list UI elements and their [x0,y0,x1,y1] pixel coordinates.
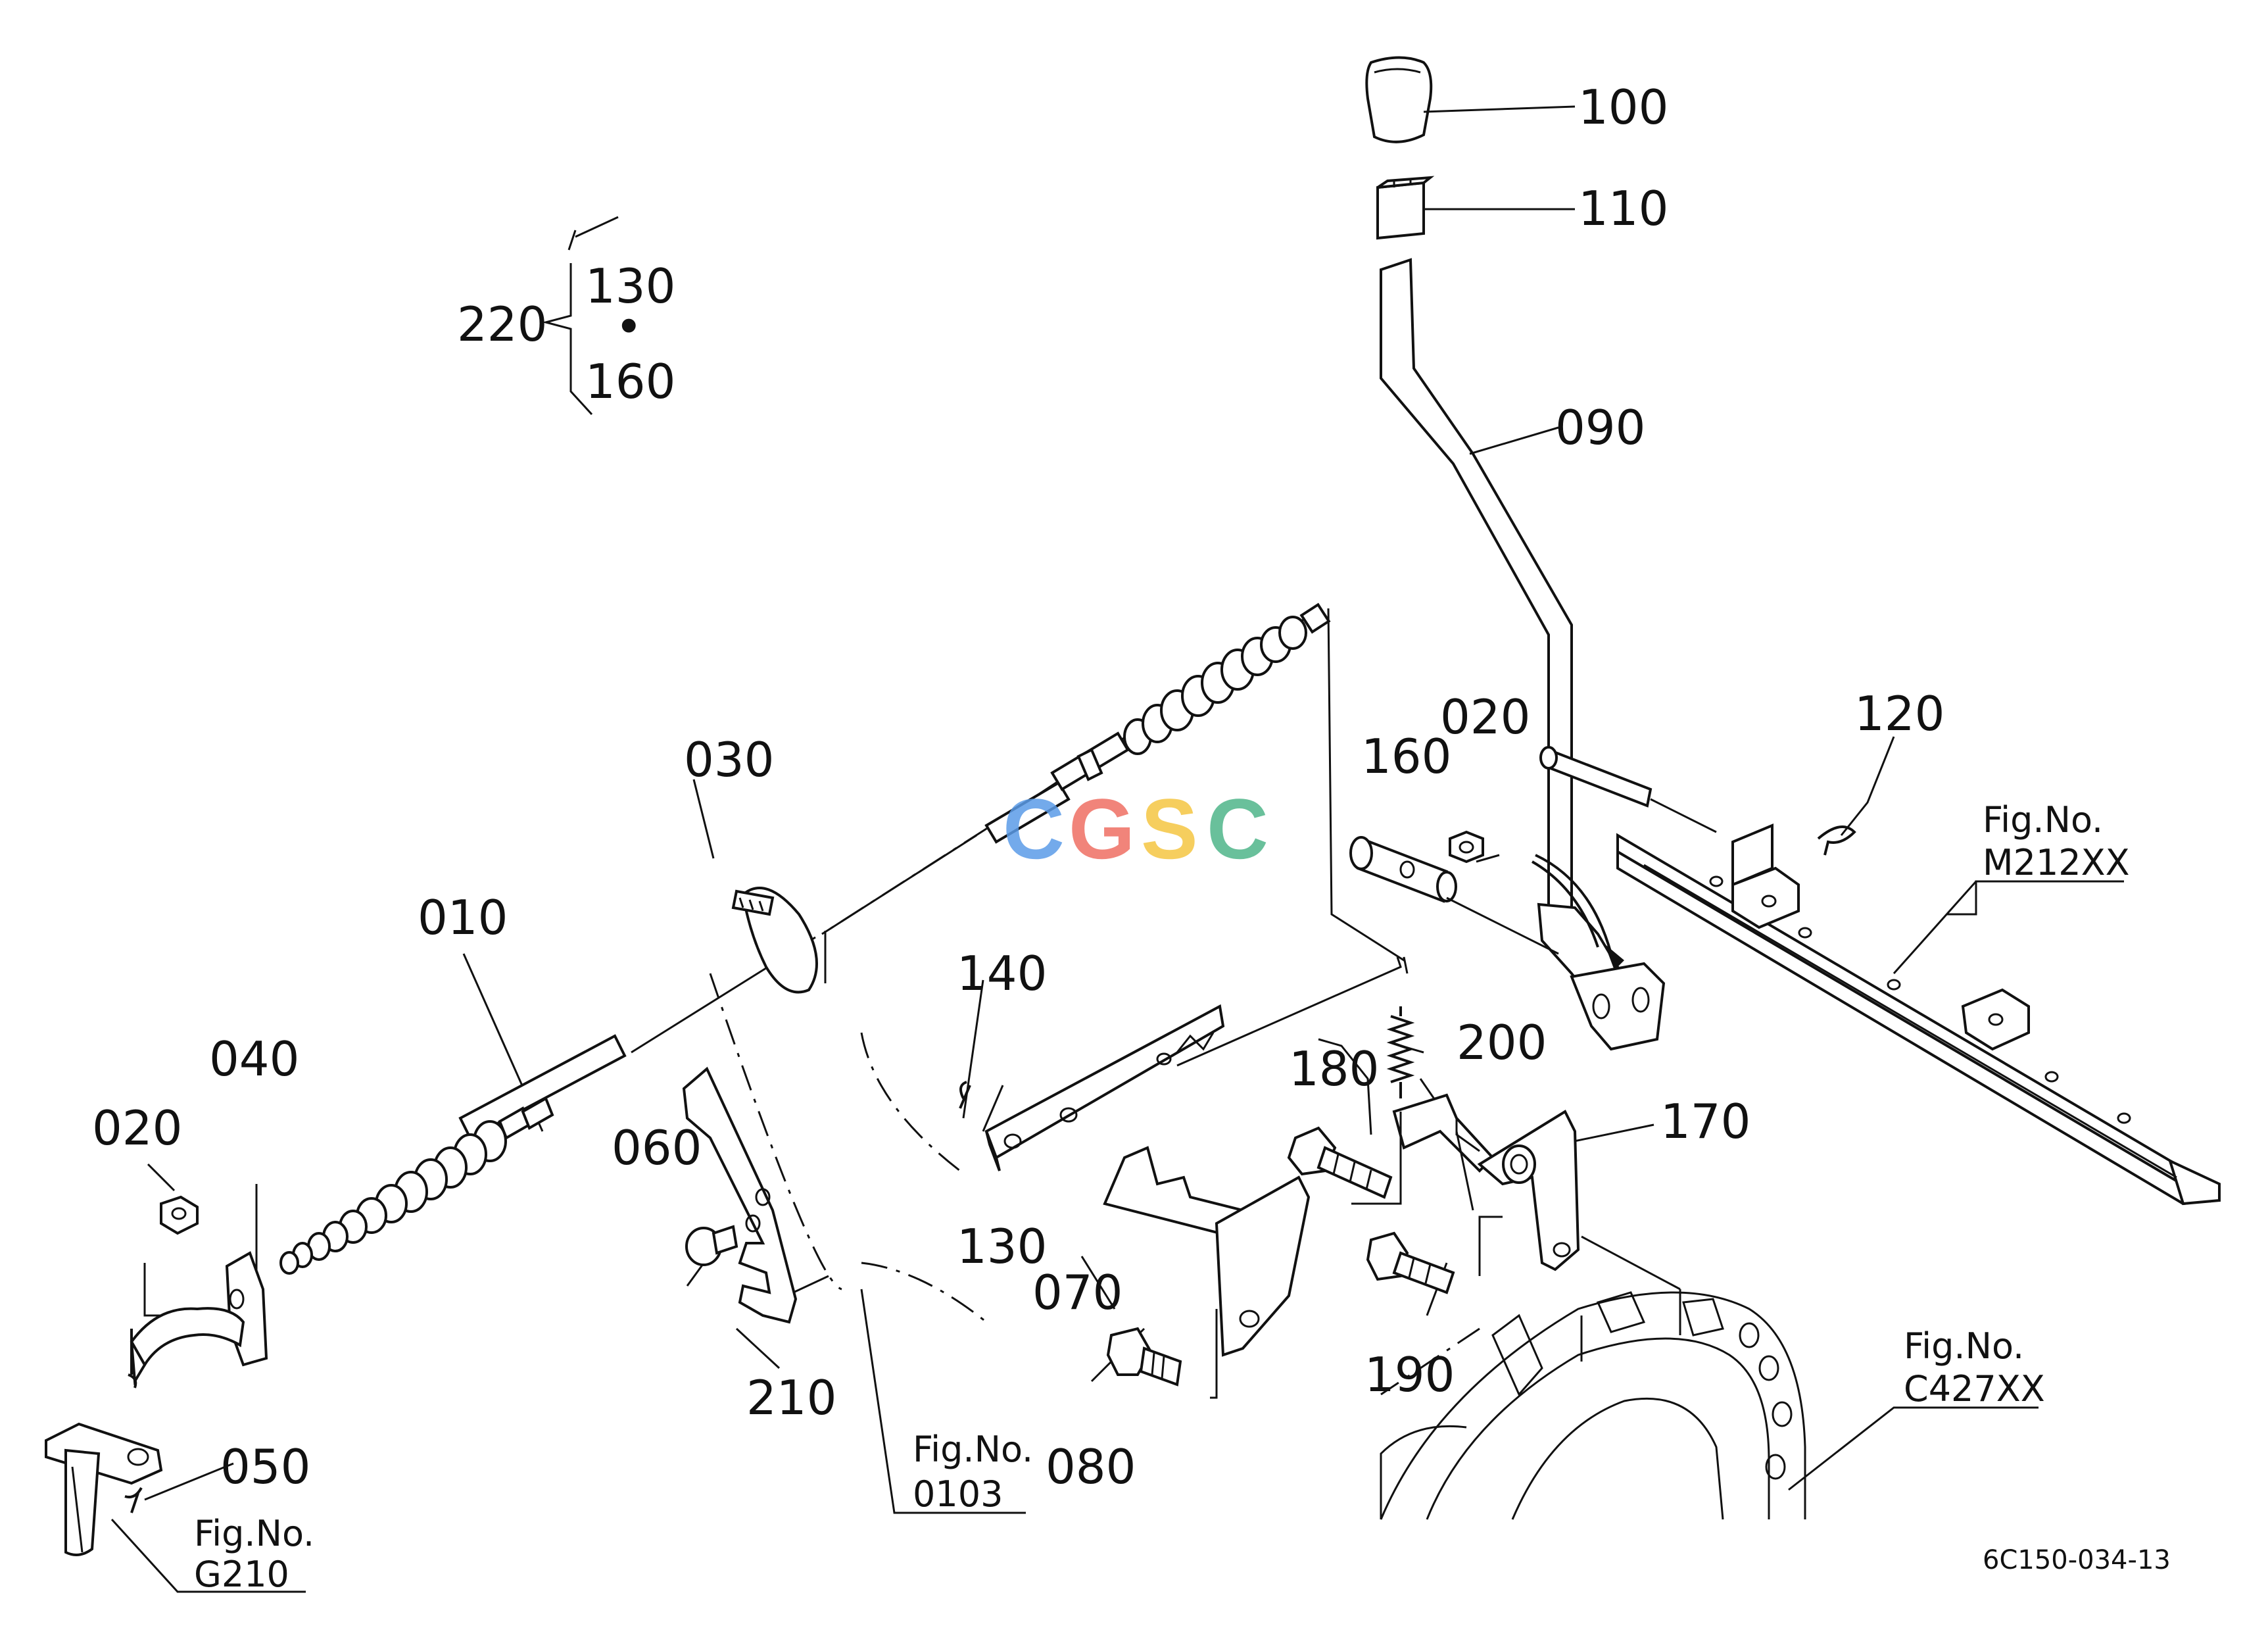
cotter-pin [959,1081,971,1109]
fig-ref-0103-line2: 0103 [913,1473,1003,1515]
fig-ref-g210-line2: G210 [194,1554,289,1595]
part-label-190: 190 [1364,1347,1455,1402]
pivot-bolt [1106,1327,1182,1387]
part-labels: 100 110 090 120 020 160 030 010 040 020 … [92,80,1944,1494]
nut-left [160,1195,199,1235]
part-label-210: 210 [746,1370,836,1425]
kit-group-220: 220 130 • 160 [457,258,675,409]
pin-clevis [45,1422,163,1556]
part-label-120: 120 [1854,686,1944,741]
part-label-130-lower: 130 [957,1219,1047,1274]
control-cable [279,602,1331,1275]
part-label-140: 140 [957,946,1047,1001]
bracket-bolt [685,1225,738,1266]
link-plate [984,1004,1225,1171]
spring [1386,1006,1415,1098]
kit-separator: • [615,299,642,355]
outline-housing-lower [861,1262,987,1323]
cable-boot-lower [279,1120,507,1275]
part-label-160: 160 [1361,729,1451,784]
shift-arm [1392,1093,1580,1271]
frame-rail [1539,746,2221,1206]
part-label-010: 010 [418,890,508,945]
fig-ref-0103-line1: Fig.No. [913,1429,1033,1470]
part-label-040: 040 [209,1031,299,1087]
watermark-letter-1: C [1003,781,1065,877]
part-label-020-left: 020 [92,1100,182,1156]
part-label-100: 100 [1578,80,1668,135]
part-label-170: 170 [1660,1094,1750,1149]
watermark-letter-4: C [1207,781,1268,877]
nut-right [1449,830,1484,864]
fig-ref-m212-line2: M212XX [1983,842,2130,883]
figure-references: Fig.No. G210 Fig.No. 0103 Fig.No. C427XX… [194,799,2130,1595]
part-label-110: 110 [1578,181,1668,236]
outline-0103 [709,973,842,1291]
kit-item-130: 130 [585,258,675,314]
watermark: C G S C [1003,781,1268,877]
fig-ref-c427-line2: C427XX [1904,1368,2045,1410]
transmission-housing [1380,1289,1806,1520]
part-label-020-right: 020 [1440,689,1530,745]
shift-lever [1380,258,1666,1051]
part-label-060: 060 [612,1120,702,1175]
watermark-letter-2: G [1069,781,1135,877]
part-label-080: 080 [1046,1439,1136,1494]
fig-ref-c427-line1: Fig.No. [1904,1325,2024,1367]
cable-clamp [731,887,818,994]
mount-bolt [1366,1231,1455,1294]
drawing-code: 6C150-034-13 [1983,1545,2171,1575]
pivot-bracket [1103,1146,1311,1399]
knob-adapter [1376,176,1435,240]
part-label-050: 050 [220,1439,310,1494]
rod-end-bracket [130,1251,268,1386]
pivot-pin [1349,836,1457,903]
leader-lines [110,105,2124,1593]
part-label-070: 070 [1032,1265,1122,1320]
hair-pin [124,1329,143,1513]
connector-lines [1176,608,1681,1291]
r-clip [1817,825,1856,856]
part-label-200: 200 [1457,1015,1547,1070]
shift-knob [1365,56,1433,143]
watermark-letter-3: S [1141,781,1198,877]
kit-label-220: 220 [457,297,547,352]
fig-ref-g210-line1: Fig.No. [194,1513,314,1554]
cable-bracket [682,1066,798,1324]
part-label-180: 180 [1289,1041,1379,1096]
part-label-030: 030 [684,732,774,787]
outline-housing [860,1032,961,1172]
cable-boot-upper [1123,602,1331,755]
fig-ref-m212-line1: Fig.No. [1983,799,2103,841]
arm-bolt [1287,1126,1393,1199]
part-label-090: 090 [1555,400,1645,455]
kit-item-160: 160 [585,354,675,409]
